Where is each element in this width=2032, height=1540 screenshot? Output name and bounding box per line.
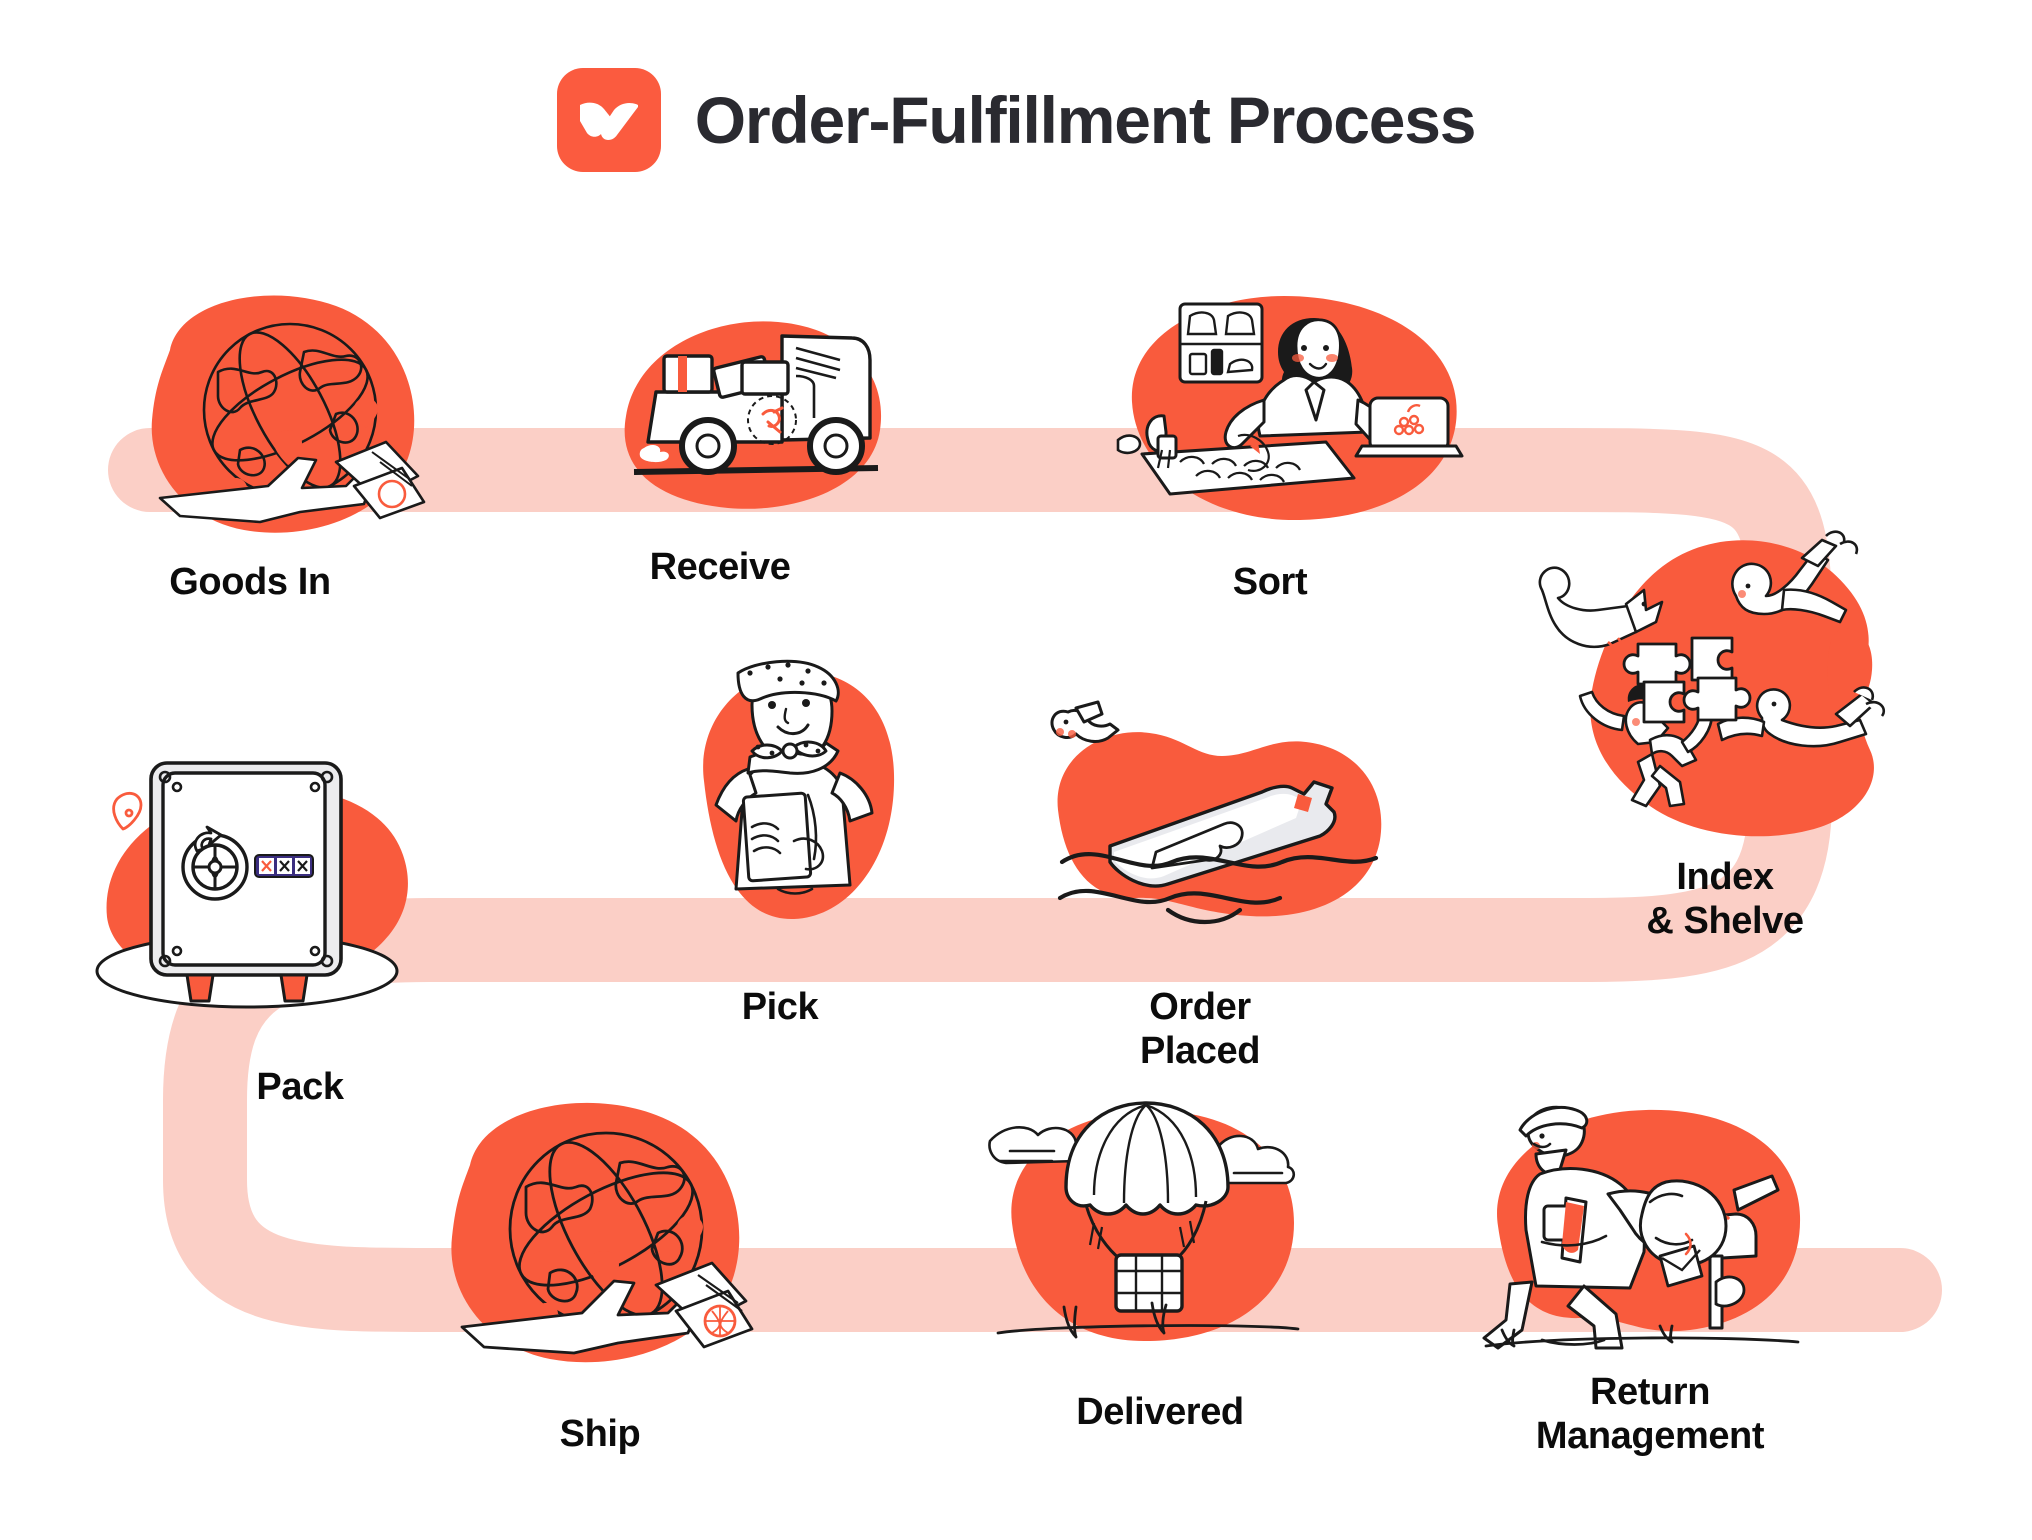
step-illustration-order-placed xyxy=(1040,700,1392,950)
step-label-ship: Ship xyxy=(559,1413,641,1455)
step-label-pack: Pack xyxy=(256,1066,344,1108)
step-illustration-pack xyxy=(95,745,475,1045)
step-illustration-return-management xyxy=(1480,1090,1810,1390)
wingmark-logo-icon xyxy=(556,68,661,172)
step-illustration-goods-in xyxy=(140,290,440,550)
step-label-goods-in: Goods In xyxy=(169,561,331,603)
step-illustration-sort xyxy=(1116,290,1470,540)
step-label-sort: Sort xyxy=(1232,561,1308,603)
step-illustration-index-shelve xyxy=(1538,518,1900,848)
step-illustration-receive xyxy=(600,300,892,530)
step-label-return-management: Return Management xyxy=(1535,1371,1765,1458)
step-label-order-placed: Order Placed xyxy=(1139,986,1261,1073)
step-illustration-pick xyxy=(690,655,920,965)
step-label-delivered: Delivered xyxy=(1076,1391,1244,1433)
page-title: Order-Fulfillment Process xyxy=(694,83,1477,157)
page-header: Order-Fulfillment Process xyxy=(0,0,2032,240)
step-label-pick: Pick xyxy=(741,986,819,1028)
step-label-receive: Receive xyxy=(649,546,791,588)
step-label-index-shelve: Index & Shelve xyxy=(1646,856,1804,943)
step-illustration-delivered xyxy=(988,1095,1310,1385)
step-illustration-ship xyxy=(440,1095,770,1395)
